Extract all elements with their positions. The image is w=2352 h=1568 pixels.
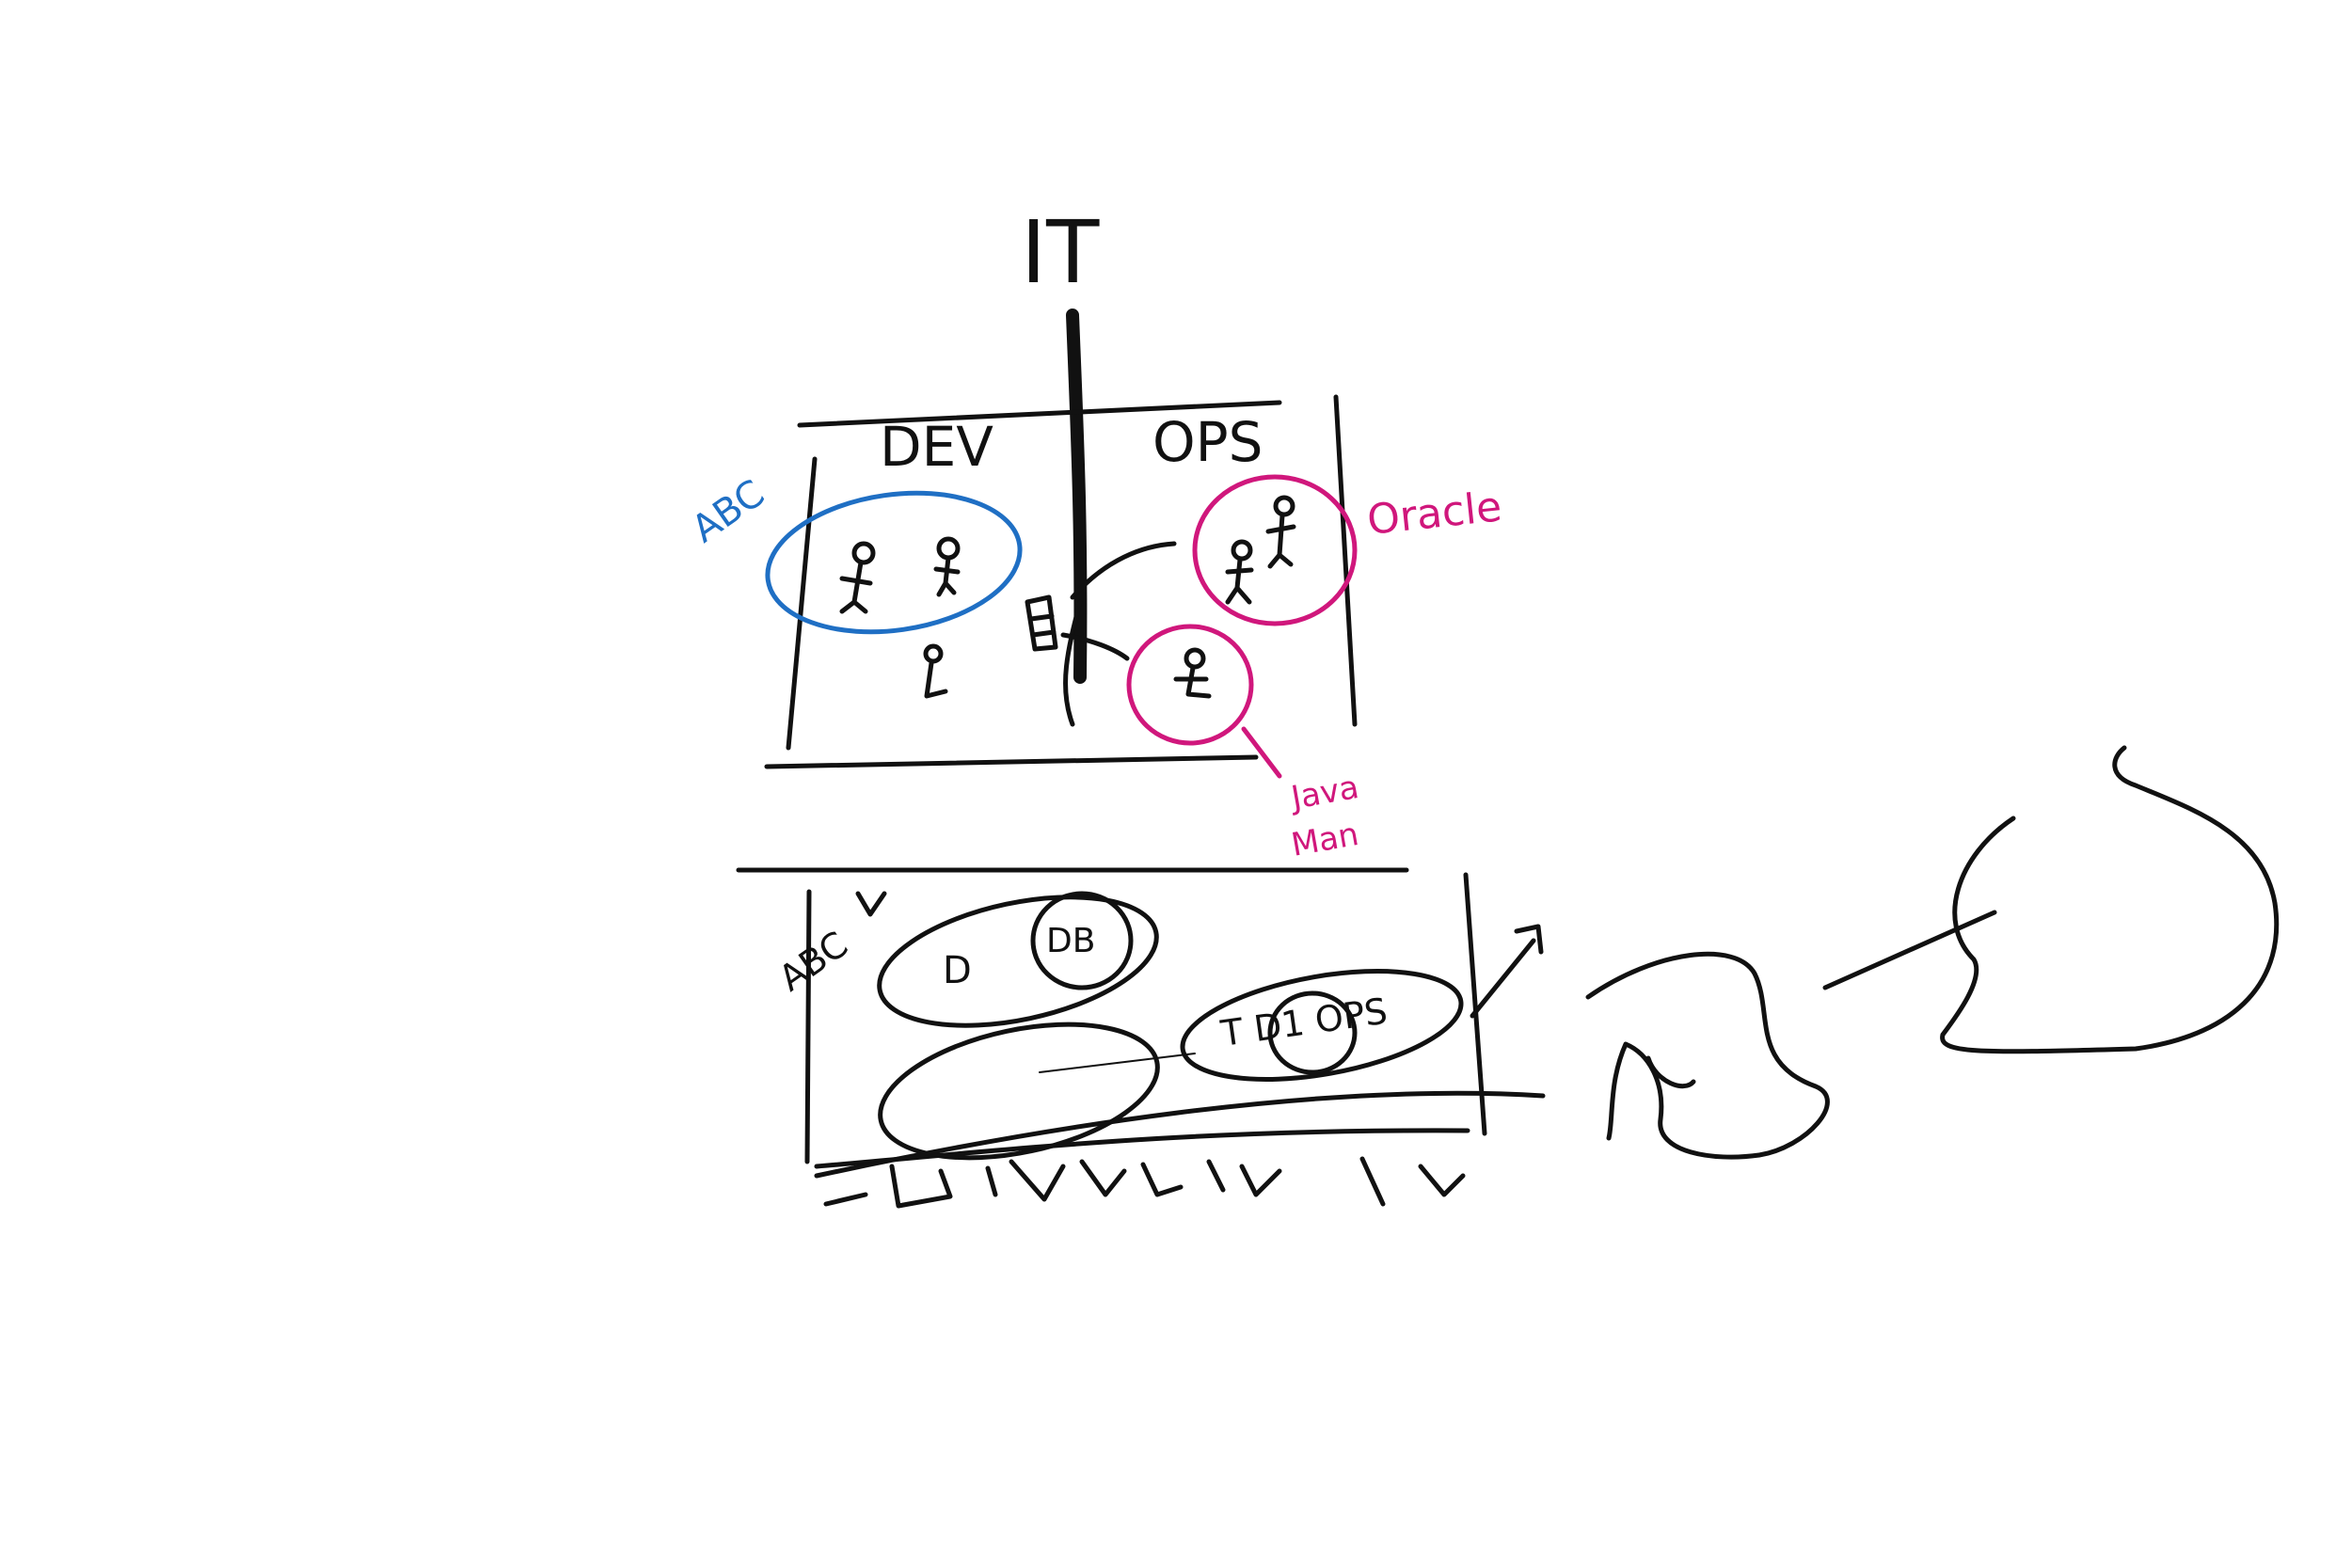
java-person-icon [1173,647,1212,699]
top-box-right-edge [1333,394,1358,727]
java-label-line1: Java [1287,768,1362,817]
d1-ellipse [1267,990,1358,1075]
ops-person-2-icon [1225,539,1254,605]
handoff-box-icon [1025,594,1058,652]
db-ellipse [1030,891,1134,990]
shared-group-ellipse [878,1022,1160,1161]
spiral-sketch [1585,951,1830,1160]
top-box-bottom-edge [764,754,1259,769]
ops-person-1-icon [1265,495,1296,569]
dev-label: DEV [880,415,993,479]
connector-line [1822,910,1997,990]
it-label: IT [1021,202,1100,303]
abc-bottom-label: ABC [771,924,855,1000]
abc-team-ellipse [765,490,1023,635]
bottom-box-left-edge [804,889,812,1164]
dev-person-1-icon [839,541,876,614]
shared-group-link [1039,1053,1196,1073]
outbound-arrow [1470,924,1544,1019]
db-mark: DB [1046,922,1095,960]
cloud-sketch [1940,745,2280,1054]
bottom-box-right-edge [1463,872,1487,1136]
java-man-pointer-line [1241,726,1282,779]
it-divider-line [1066,309,1088,684]
ops-label: OPS [1152,410,1263,474]
oracle-team-ellipse [1192,474,1358,626]
dev-person-2-icon [933,536,961,597]
top-box-left-edge [786,456,818,751]
dev-group-ellipse [877,895,1159,1028]
bottom-t-mark [855,891,887,917]
java-label-line2: Man [1289,816,1362,864]
handoff-arrow-lower [1060,632,1130,661]
handoff-arrow-upper [1070,541,1177,600]
td-ops-label: T D1 OPS [1217,990,1390,1054]
dev-person-3-icon [923,643,948,699]
pipeline-line [814,1090,1546,1179]
ops-group-ellipse [1180,969,1464,1082]
d-mark: D [943,949,972,992]
top-box-top-edge [797,400,1282,428]
oracle-label: Oracle [1365,483,1504,545]
abc-top-label: ABC [684,471,772,551]
pipeline-blocks [823,1156,1466,1209]
java-man-ellipse [1126,624,1254,746]
it-divider-lower [1063,599,1083,727]
